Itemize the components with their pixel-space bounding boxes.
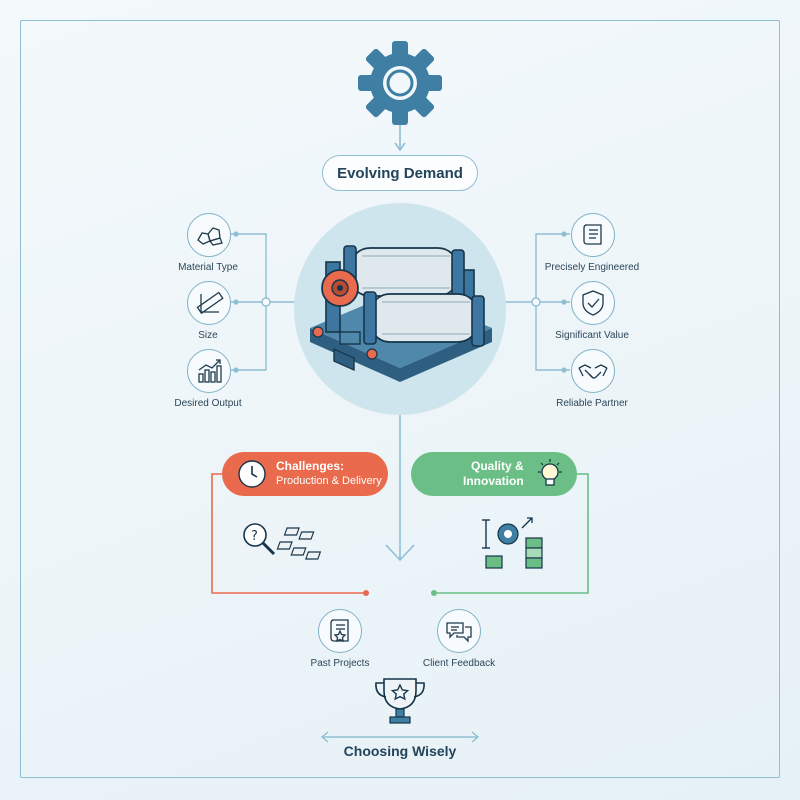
certificate-icon [330, 619, 349, 643]
benefit-label-reliable-partner: Reliable Partner [556, 398, 628, 409]
input-label-material-type: Material Type [178, 262, 238, 273]
desired-output-icon-circle [187, 349, 231, 393]
input-label-desired-output: Desired Output [174, 398, 242, 409]
outer-frame [20, 20, 780, 778]
material-type-icon-circle [187, 213, 231, 257]
handshake-icon [578, 364, 608, 379]
blueprint-scroll-icon [583, 224, 602, 245]
challenges-pill: Challenges: Production & Delivery [222, 452, 388, 496]
roller-crusher-illustration [310, 245, 492, 382]
ruler-icon [196, 291, 224, 315]
past-projects-icon-circle [318, 609, 362, 653]
trophy-icon [375, 678, 425, 724]
quality-pill: Quality & Innovation [411, 452, 577, 496]
clock-icon [238, 460, 266, 488]
precisely-engineered-icon-circle [571, 213, 615, 257]
reliable-partner-icon-circle [571, 349, 615, 393]
page-title: Evolving Demand [322, 155, 478, 191]
shield-check-icon [582, 290, 604, 316]
challenges-title: Challenges: [276, 459, 345, 473]
rocks-icon [197, 227, 223, 246]
benefit-label-significant-value: Significant Value [555, 330, 629, 341]
challenges-subtitle: Production & Delivery [276, 475, 382, 487]
search-blocks-illustration: ? [243, 523, 322, 560]
evidence-label-client-feedback: Client Feedback [422, 658, 496, 669]
significant-value-icon-circle [571, 281, 615, 325]
quality-title: Quality & [471, 459, 524, 473]
gear-blocks-illustration [482, 517, 543, 569]
input-label-size: Size [198, 330, 218, 341]
lightbulb-icon [538, 459, 562, 486]
quality-subtitle: Innovation [463, 474, 524, 488]
conclusion-title: Choosing Wisely [343, 743, 457, 759]
svg-text:?: ? [251, 529, 258, 544]
size-icon-circle [187, 281, 231, 325]
gear-icon [358, 41, 442, 125]
benefit-label-precisely-engineered: Precisely Engineered [544, 262, 640, 273]
evidence-label-past-projects: Past Projects [310, 658, 370, 669]
client-feedback-icon-circle [437, 609, 481, 653]
bar-chart-icon [198, 359, 222, 383]
speech-bubbles-icon [446, 622, 472, 643]
